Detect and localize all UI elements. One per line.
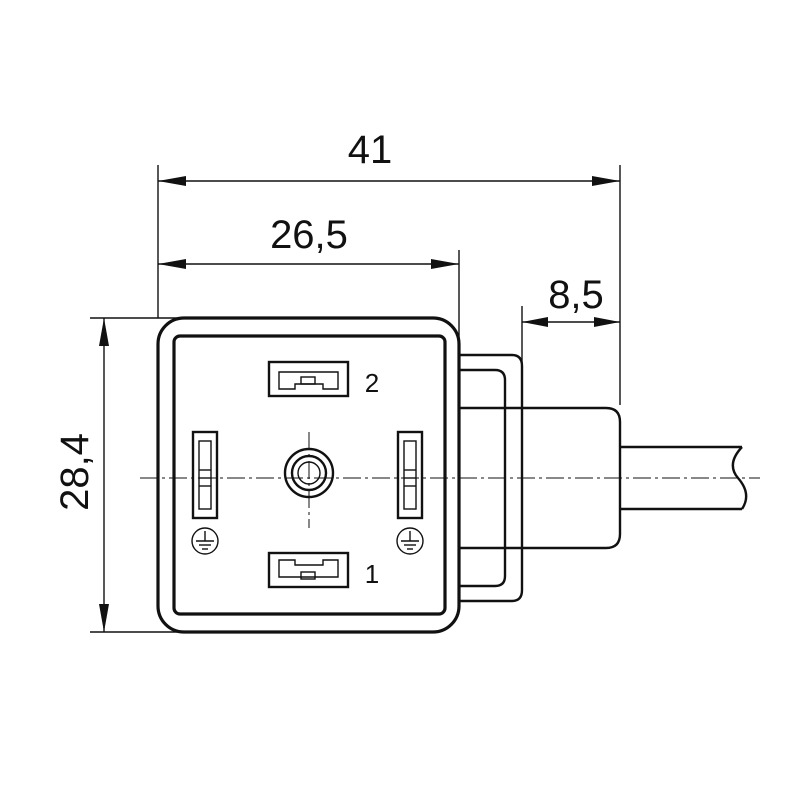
dimension-cable-offset: 8,5 <box>521 273 620 395</box>
ground-contact-right <box>396 430 424 520</box>
pin-label-1: 1 <box>365 559 379 589</box>
dimension-label-body-width: 26,5 <box>270 213 348 257</box>
cable <box>620 445 748 511</box>
cable-gland <box>459 353 622 603</box>
ground-icon <box>191 527 219 555</box>
pin-label-2: 2 <box>365 368 379 398</box>
contact-2: 2 <box>267 360 379 398</box>
dimension-body-width: 26,5 <box>158 213 460 360</box>
ground-contact-left <box>191 430 219 520</box>
dimension-label-total-width: 41 <box>348 128 393 172</box>
dimension-label-cable-offset: 8,5 <box>548 273 604 317</box>
center-screw <box>283 447 335 499</box>
dimension-total-width: 41 <box>157 128 621 405</box>
dimension-height: 28,4 <box>53 317 200 633</box>
connector-housing <box>156 316 461 634</box>
ground-icon <box>396 527 424 555</box>
dimension-label-height: 28,4 <box>53 433 97 511</box>
contact-1: 1 <box>267 551 379 589</box>
